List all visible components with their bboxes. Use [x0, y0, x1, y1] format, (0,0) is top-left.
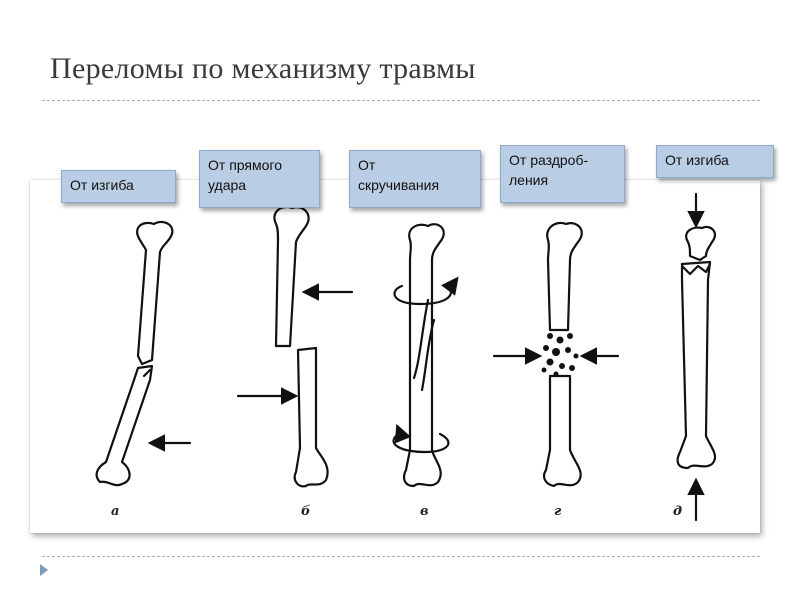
bone-v — [392, 223, 459, 488]
bone-a — [95, 220, 192, 487]
callout-comminution: От раздроб- ления — [500, 145, 625, 203]
bone-fracture-illustration — [30, 180, 760, 533]
bone-g — [492, 221, 620, 488]
bone-d — [676, 192, 717, 522]
fracture-drawings — [95, 192, 717, 522]
callout-bending-d: От изгиба — [656, 145, 774, 178]
callout-torsion: От скручивания — [349, 150, 481, 208]
figure-letter-b: б — [301, 504, 311, 519]
figure-letter-g: г — [554, 504, 562, 519]
figure-letter-a: а — [111, 504, 120, 519]
footer-divider — [42, 556, 760, 557]
title-divider — [42, 100, 760, 101]
bone-b — [236, 205, 354, 488]
callout-bending-a: От изгиба — [61, 170, 176, 203]
figure-letter-v: в — [420, 504, 429, 519]
slide-title: Переломы по механизму травмы — [50, 52, 476, 85]
figure-letter-d: д — [673, 504, 683, 519]
callout-direct-blow: От прямого удара — [199, 150, 320, 208]
triangle-bullet-icon — [40, 564, 48, 576]
